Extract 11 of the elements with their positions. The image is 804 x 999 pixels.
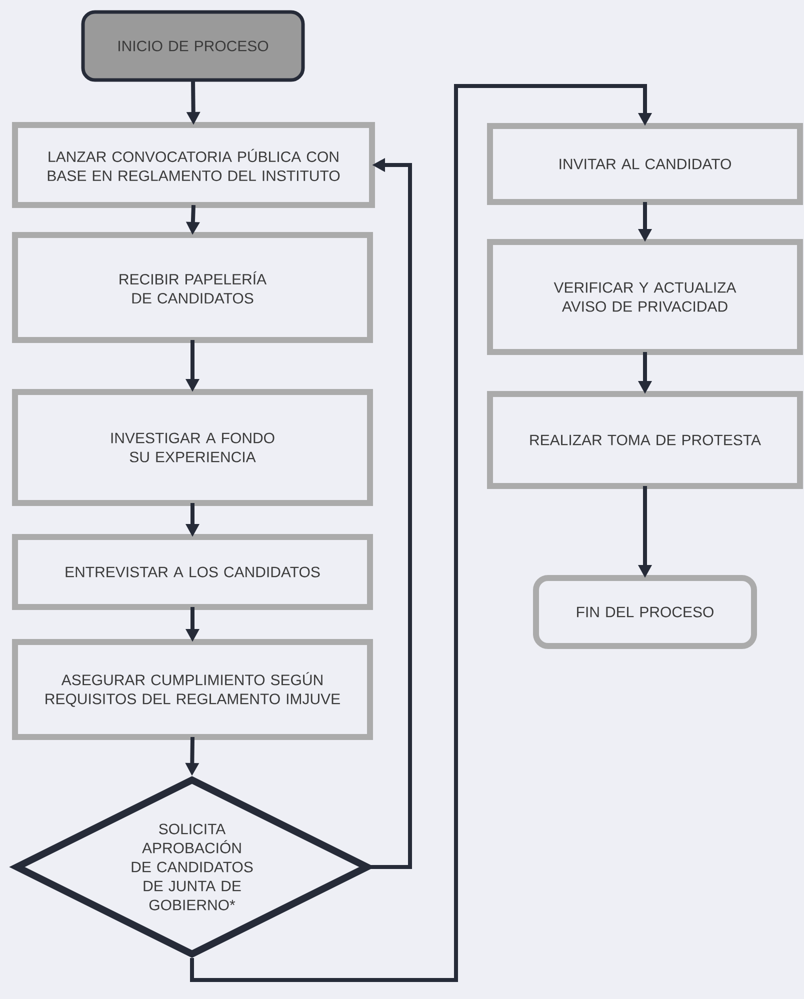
process-box: ENTREVISTAR A LOS CANDIDATOS xyxy=(12,534,373,610)
process-box: LANZAR CONVOCATORIA PÚBLICA CON BASE EN REGLAMENTO DEL INSTITUTO xyxy=(12,122,375,208)
process-box: INVITAR AL CANDIDATO xyxy=(487,123,803,205)
process-box: INVESTIGAR A FONDO SU EXPERIENCIA xyxy=(12,389,373,506)
end-box: FIN DEL PROCESO xyxy=(533,575,757,649)
start-box: INICIO DE PROCESO xyxy=(81,10,305,82)
process-box: VERIFICAR Y ACTUALIZA AVISO DE PRIVACIDAD xyxy=(487,239,803,355)
process-box: RECIBIR PAPELERÍA DE CANDIDATOS xyxy=(12,232,373,343)
process-box: REALIZAR TOMA DE PROTESTA xyxy=(487,391,803,489)
process-box: ASEGURAR CUMPLIMIENTO SEGÚN REQUISITOS DEL REGLAMENTO IMJUVE xyxy=(12,639,373,740)
arrow xyxy=(190,84,652,982)
